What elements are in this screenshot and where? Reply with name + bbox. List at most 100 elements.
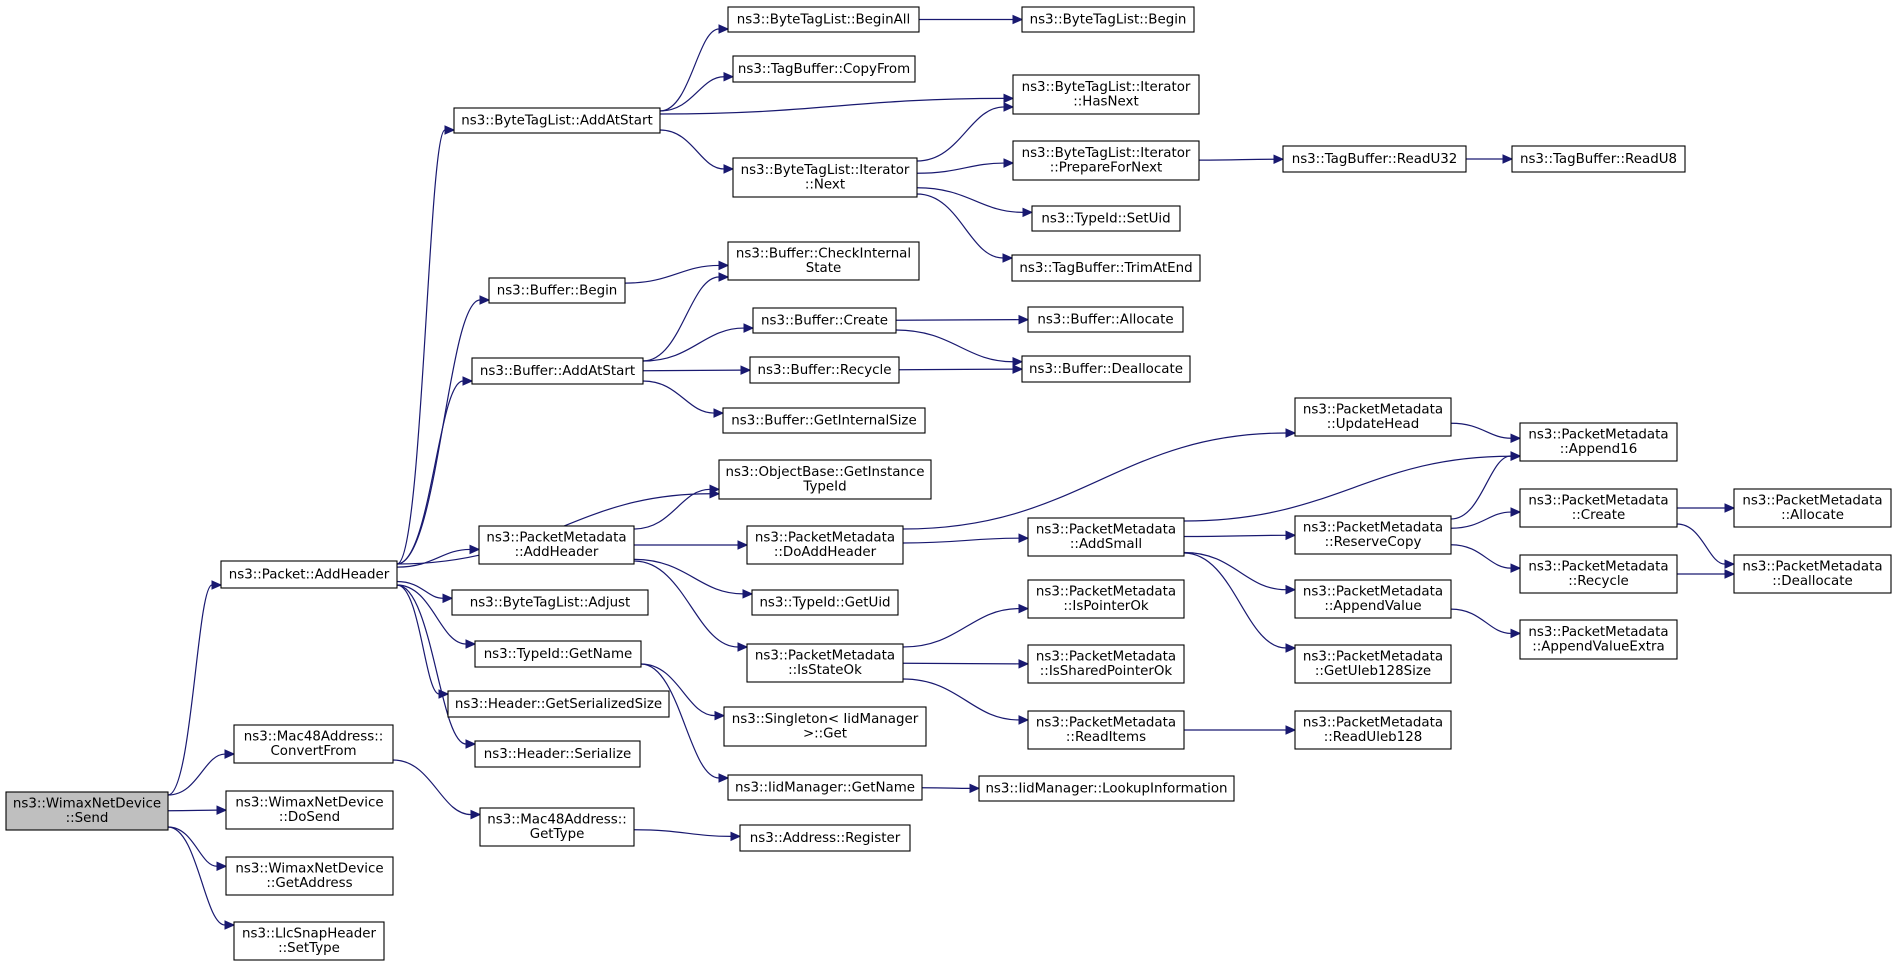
node-pm_appendvalue[interactable]: ns3::PacketMetadata::AppendValue	[1294, 579, 1452, 619]
node-buf_create[interactable]: ns3::Buffer::Create	[752, 307, 897, 334]
node-label-pm_recycle-line-0: ns3::PacketMetadata	[1528, 560, 1668, 575]
node-buf_deallocate[interactable]: ns3::Buffer::Deallocate	[1021, 355, 1191, 383]
node-label-convertfrom-line-0: ns3::Mac48Address::	[244, 730, 384, 745]
node-buf_recycle[interactable]: ns3::Buffer::Recycle	[749, 356, 900, 384]
node-label-buf_create-line-0: ns3::Buffer::Create	[761, 313, 888, 328]
node-label-iid_getname-line-0: ns3::IidManager::GetName	[735, 780, 915, 795]
arrowhead-send-to-addheader	[211, 580, 223, 590]
edge-pm_addsmall-to-pm_reservecopy	[1183, 534, 1287, 538]
node-addr_register[interactable]: ns3::Address::Register	[739, 824, 911, 852]
node-pm_create[interactable]: ns3::PacketMetadata::Create	[1519, 488, 1678, 528]
node-label-buf_deallocate-line-0: ns3::Buffer::Deallocate	[1029, 362, 1183, 377]
node-pm_isstateok[interactable]: ns3::PacketMetadata::IsStateOk	[746, 643, 904, 683]
node-label-buf_checkinternal-line-0: ns3::Buffer::CheckInternal	[736, 247, 911, 262]
node-hdr_serialize[interactable]: ns3::Header::Serialize	[474, 740, 641, 768]
arrowhead-buf_addatstart-to-buf_recycle	[740, 365, 752, 375]
node-pm_doaddheader[interactable]: ns3::PacketMetadata::DoAddHeader	[746, 525, 904, 565]
node-pm_issharedpointerok[interactable]: ns3::PacketMetadata::IsSharedPointerOk	[1027, 644, 1185, 684]
node-pm_addsmall[interactable]: ns3::PacketMetadata::AddSmall	[1027, 517, 1185, 557]
node-pm_readuleb128[interactable]: ns3::PacketMetadata::ReadUleb128	[1294, 710, 1452, 750]
node-btl_it_hasnext[interactable]: ns3::ByteTagList::Iterator::HasNext	[1012, 74, 1200, 115]
node-btl_it_next[interactable]: ns3::ByteTagList::Iterator::Next	[732, 157, 918, 198]
node-label-getaddress-line-0: ns3::WimaxNetDevice	[235, 862, 383, 877]
node-pm_reservecopy[interactable]: ns3::PacketMetadata::ReserveCopy	[1294, 515, 1452, 555]
node-pm_updatehead[interactable]: ns3::PacketMetadata::UpdateHead	[1294, 397, 1452, 437]
node-tb_trimatend[interactable]: ns3::TagBuffer::TrimAtEnd	[1011, 254, 1201, 282]
node-btl_adjust[interactable]: ns3::ByteTagList::Adjust	[451, 589, 649, 616]
edge-buf_begin-to-buf_checkinternal	[624, 264, 720, 284]
node-tb_readu32[interactable]: ns3::TagBuffer::ReadU32	[1282, 145, 1467, 173]
edge-typeid_getname-to-singleton_get	[640, 663, 716, 717]
node-label-buf_allocate-line-0: ns3::Buffer::Allocate	[1037, 312, 1173, 327]
edge-pm_isstateok-to-pm_readitems	[902, 678, 1020, 721]
node-label-typeid_getuid-line-0: ns3::TypeId::GetUid	[759, 595, 890, 610]
node-settype[interactable]: ns3::LlcSnapHeader::SetType	[233, 921, 385, 961]
node-label-pm_addheader-line-1: ::AddHeader	[515, 545, 599, 560]
node-singleton_get[interactable]: ns3::Singleton< IidManager>::Get	[723, 706, 927, 747]
node-label-pm_readitems-line-1: ::ReadItems	[1066, 730, 1146, 745]
edge-send-to-convertfrom	[167, 753, 226, 796]
node-send[interactable]: ns3::WimaxNetDevice::Send	[5, 791, 169, 831]
arrowhead-send-to-convertfrom	[224, 749, 236, 759]
node-dosend[interactable]: ns3::WimaxNetDevice::DoSend	[225, 790, 394, 830]
arrowhead-pm_readitems-to-pm_readuleb128	[1285, 725, 1297, 735]
node-pm_allocate[interactable]: ns3::PacketMetadata::Allocate	[1733, 488, 1892, 528]
node-label-send-line-1: ::Send	[66, 811, 109, 826]
node-getaddress[interactable]: ns3::WimaxNetDevice::GetAddress	[225, 856, 394, 896]
node-btl_begin[interactable]: ns3::ByteTagList::Begin	[1021, 6, 1195, 33]
edge-btl_addatstart-to-btl_it_next	[659, 129, 725, 170]
node-box-typeid_getname	[474, 640, 642, 668]
arrowhead-pm_reservecopy-to-pm_append16	[1510, 451, 1522, 461]
node-hdr_getserializedsize[interactable]: ns3::Header::GetSerializedSize	[447, 690, 670, 718]
edge-pm_updatehead-to-pm_append16	[1450, 422, 1512, 439]
node-addheader[interactable]: ns3::Packet::AddHeader	[220, 560, 398, 589]
node-typeid_getuid[interactable]: ns3::TypeId::GetUid	[751, 589, 899, 616]
node-pm_deallocate[interactable]: ns3::PacketMetadata::Deallocate	[1733, 554, 1892, 594]
edge-btl_it_next-to-typeid_setuid	[916, 187, 1024, 213]
node-iid_getname[interactable]: ns3::IidManager::GetName	[727, 774, 923, 801]
edge-pm_doaddheader-to-pm_addsmall	[902, 537, 1020, 544]
edge-pm_addheader-to-typeid_getuid	[633, 558, 744, 595]
edge-send-to-getaddress	[167, 826, 218, 867]
node-tb_copyfrom[interactable]: ns3::TagBuffer::CopyFrom	[732, 55, 916, 83]
node-btl_it_preparefornext[interactable]: ns3::ByteTagList::Iterator::PrepareForNe…	[1012, 140, 1200, 181]
node-iid_lookupinformation[interactable]: ns3::IidManager::LookupInformation	[978, 775, 1235, 802]
node-box-iid_getname	[727, 774, 923, 801]
node-label-pm_reservecopy-line-0: ns3::PacketMetadata	[1303, 521, 1443, 536]
node-box-pm_ispointerok	[1027, 579, 1185, 619]
node-typeid_getname[interactable]: ns3::TypeId::GetName	[474, 640, 642, 668]
arrowhead-pm_doaddheader-to-pm_addsmall	[1018, 533, 1030, 543]
arrowhead-buf_addatstart-to-buf_create	[743, 323, 755, 333]
node-typeid_setuid[interactable]: ns3::TypeId::SetUid	[1031, 205, 1181, 232]
node-buf_addatstart[interactable]: ns3::Buffer::AddAtStart	[471, 357, 644, 385]
node-pm_addheader[interactable]: ns3::PacketMetadata::AddHeader	[478, 525, 635, 565]
node-label-singleton_get-line-1: >::Get	[803, 727, 847, 742]
node-label-pm_getuleb128size-line-0: ns3::PacketMetadata	[1303, 650, 1443, 665]
node-pm_append16[interactable]: ns3::PacketMetadata::Append16	[1519, 422, 1678, 462]
node-pm_readitems[interactable]: ns3::PacketMetadata::ReadItems	[1027, 710, 1185, 750]
arrowhead-pm_addheader-to-getinstancetypeid	[709, 484, 721, 495]
node-label-pm_ispointerok-line-1: ::IsPointerOk	[1063, 599, 1148, 614]
node-pm_recycle[interactable]: ns3::PacketMetadata::Recycle	[1519, 554, 1678, 594]
arrowhead-addheader-to-hdr_serialize	[465, 739, 477, 749]
edge-pm_reservecopy-to-pm_create	[1450, 511, 1512, 529]
node-pm_ispointerok[interactable]: ns3::PacketMetadata::IsPointerOk	[1027, 579, 1185, 619]
edge-buf_recycle-to-buf_deallocate	[898, 368, 1014, 371]
node-box-buf_addatstart	[471, 357, 644, 385]
arrowhead-mac48_gettype-to-addr_register	[730, 831, 742, 842]
node-btl_addatstart[interactable]: ns3::ByteTagList::AddAtStart	[453, 107, 661, 134]
arrowhead-pm_isstateok-to-pm_issharedpointerok	[1018, 659, 1030, 669]
node-convertfrom[interactable]: ns3::Mac48Address::ConvertFrom	[233, 724, 394, 764]
node-mac48_gettype[interactable]: ns3::Mac48Address::GetType	[479, 807, 635, 847]
node-buf_allocate[interactable]: ns3::Buffer::Allocate	[1027, 306, 1184, 333]
node-buf_begin[interactable]: ns3::Buffer::Begin	[488, 277, 626, 304]
node-buf_getinternalsize[interactable]: ns3::Buffer::GetInternalSize	[722, 407, 926, 434]
edge-btl_it_next-to-tb_trimatend	[916, 193, 1004, 259]
node-pm_getuleb128size[interactable]: ns3::PacketMetadata::GetUleb128Size	[1294, 644, 1452, 684]
node-box-buf_checkinternal	[727, 241, 920, 281]
node-pm_appendvalueextra[interactable]: ns3::PacketMetadata::AppendValueExtra	[1519, 619, 1678, 660]
node-tb_readu8[interactable]: ns3::TagBuffer::ReadU8	[1511, 145, 1686, 173]
node-btl_beginall[interactable]: ns3::ByteTagList::BeginAll	[727, 6, 920, 33]
